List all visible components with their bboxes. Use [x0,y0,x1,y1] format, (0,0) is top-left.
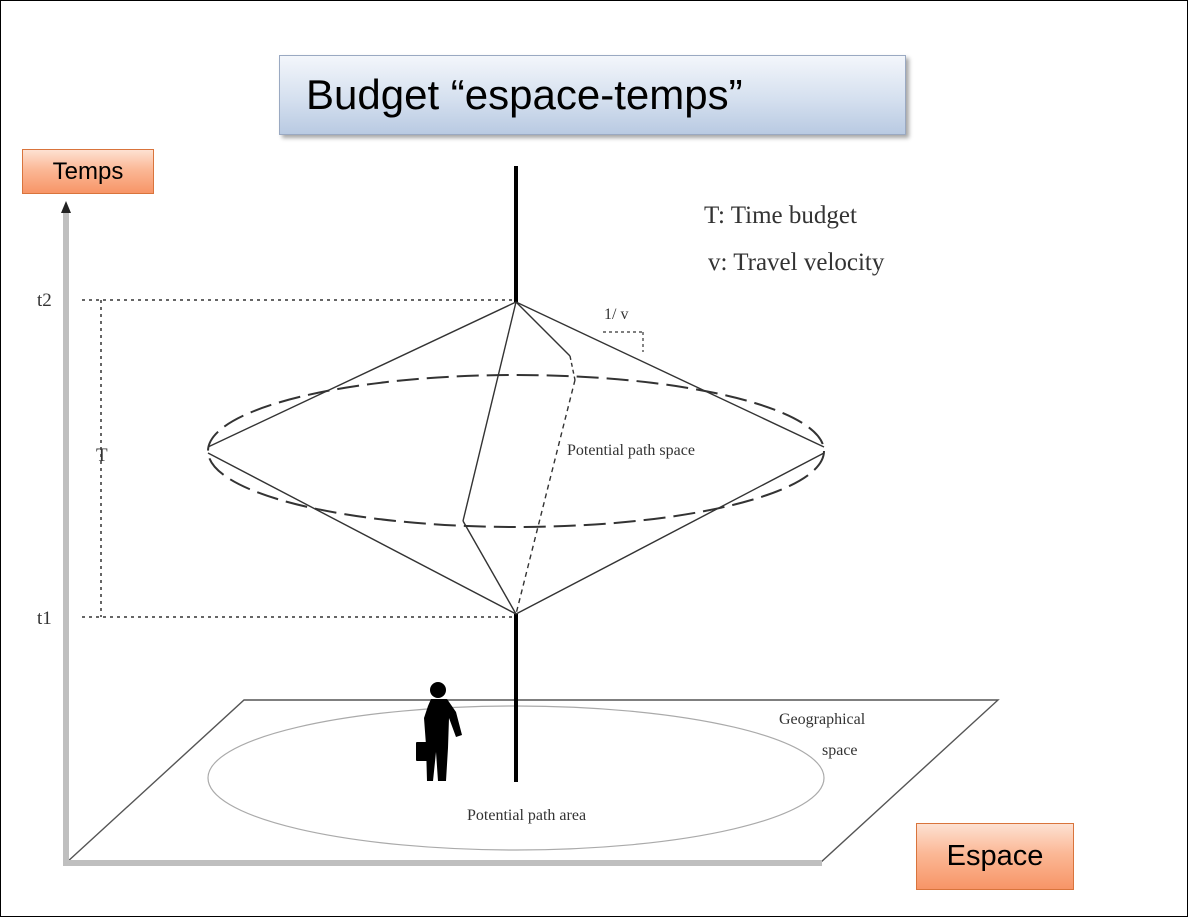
slide-title: Budget “espace-temps” [306,71,743,118]
slope-label: 1/ v [604,306,628,323]
upper-cone-back-edge [515,301,571,357]
person-with-briefcase-icon [416,682,462,781]
upper-cone-back-edge-lower [569,355,576,381]
time-axis-label: Temps [22,149,154,194]
tick-t2: t2 [37,290,52,311]
lower-cone-left-edge [207,452,517,615]
geographical-space-label-line2: space [822,742,858,759]
lower-cone-right-edge [515,452,825,615]
legend-line-1: T: Time budget [704,202,857,229]
potential-path-space-label: Potential path space [567,442,695,459]
title-banner: Budget “espace-temps” [279,55,906,135]
tick-t1: t1 [37,608,52,629]
time-axis-label-text: Temps [52,158,124,185]
space-axis-label-text: Espace [946,840,1044,872]
potential-path-area-label: Potential path area [467,807,586,824]
time-axis-arrow-icon [61,201,71,213]
space-axis-label: Espace [916,823,1074,890]
tick-budget: T [96,445,108,466]
prism-ellipse [207,374,825,528]
upper-cone-front-edge [462,301,517,522]
upper-cone-left-edge [207,301,517,448]
lower-cone-front-edge [462,520,517,615]
upper-cone-right-edge [515,301,825,448]
legend-line-2: v: Travel velocity [708,249,885,276]
geographical-space-label-line1: Geographical [779,711,866,728]
lower-cone-back-edge [515,379,576,615]
